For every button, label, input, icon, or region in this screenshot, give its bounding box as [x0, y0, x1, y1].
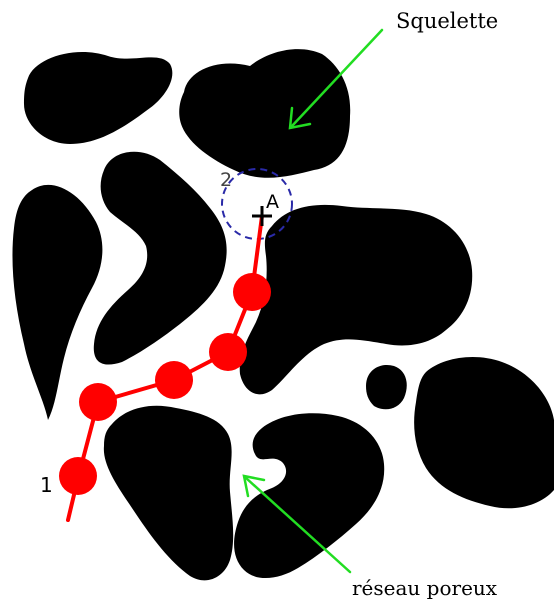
search-circle: [222, 169, 292, 239]
path-node-4: [209, 333, 247, 371]
path-node-1: [59, 457, 97, 495]
label-end-point: 2: [220, 169, 232, 191]
label-pore-network: réseau poreux: [352, 576, 498, 600]
path-node-2: [79, 383, 117, 421]
grain-hook: [94, 152, 227, 365]
grain-bottom-left: [104, 406, 233, 581]
grain-right: [414, 357, 554, 508]
label-start-point: 1: [40, 473, 53, 497]
path-node-5: [233, 273, 271, 311]
grain-bottom-right: [234, 413, 384, 578]
grain-left-wedge: [12, 185, 102, 420]
grain-top-center: [179, 49, 350, 178]
label-point-a: A: [266, 191, 279, 213]
grain-small-round: [366, 365, 407, 409]
solid-grains: [12, 49, 554, 580]
path-node-3: [155, 361, 193, 399]
grain-top-left: [24, 52, 172, 144]
label-skeleton: Squelette: [396, 9, 498, 33]
